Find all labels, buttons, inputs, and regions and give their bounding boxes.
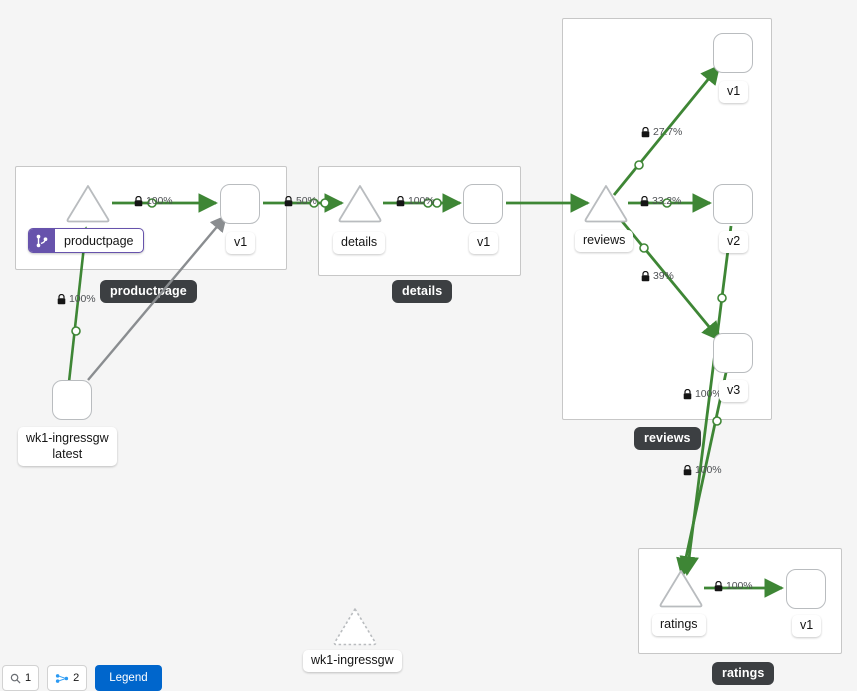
zoom-chip[interactable]: 1 <box>2 665 40 691</box>
node-reviews-service[interactable] <box>583 183 629 223</box>
zoom-chip-label: 1 <box>25 672 32 684</box>
workload-box-icon <box>52 380 92 420</box>
node-ratings-v1[interactable] <box>786 569 826 609</box>
node-label-ratings-v1[interactable]: v1 <box>792 615 822 637</box>
node-label-reviews-v1[interactable]: v1 <box>719 81 749 103</box>
node-details-v1[interactable] <box>463 184 503 224</box>
edge-label-text: 100% <box>69 293 96 305</box>
workload-box-icon <box>220 184 260 224</box>
node-label-ingressgw-service[interactable]: wk1-ingressgw <box>303 650 402 672</box>
group-badge-reviews: reviews <box>634 427 701 450</box>
edge-label-ingressgw-to-productpage: 100% <box>57 293 96 305</box>
node-label-ratings-service[interactable]: ratings <box>652 614 706 636</box>
lock-icon <box>683 464 692 475</box>
node-reviews-v1[interactable] <box>713 33 753 73</box>
service-triangle-icon <box>338 185 382 223</box>
node-reviews-v2[interactable] <box>713 184 753 224</box>
legend-chip[interactable]: 2 <box>47 665 88 691</box>
node-label-productpage-with-virtualservice[interactable]: productpage <box>28 228 144 253</box>
node-ingressgw-workload[interactable] <box>52 380 92 420</box>
node-label-details-service[interactable]: details <box>333 232 386 254</box>
group-badge-ratings: ratings <box>712 662 775 685</box>
topology-icon <box>56 673 69 683</box>
edge-label-text: 100% <box>695 464 722 476</box>
service-triangle-icon <box>66 185 110 223</box>
workload-box-icon <box>713 184 753 224</box>
node-ratings-service[interactable] <box>658 568 704 608</box>
legend-chip-label: 2 <box>73 672 80 684</box>
node-label-reviews-v3[interactable]: v3 <box>719 380 749 402</box>
group-badge-productpage: productpage <box>100 280 197 303</box>
workload-box-icon <box>713 333 753 373</box>
service-triangle-icon <box>584 185 628 223</box>
node-details-service[interactable] <box>337 183 383 223</box>
edge-label-text: 50% <box>296 195 317 207</box>
node-ingressgw-service[interactable] <box>332 606 378 646</box>
bottom-toolbar[interactable]: 1 2 Legend <box>0 665 162 691</box>
group-badge-details: details <box>392 280 453 303</box>
node-reviews-v3[interactable] <box>713 333 753 373</box>
node-label-line2: latest <box>52 447 83 461</box>
lock-icon <box>57 293 66 304</box>
node-label-details-v1[interactable]: v1 <box>469 232 499 254</box>
workload-box-icon <box>713 33 753 73</box>
node-label-text: productpage <box>64 233 134 248</box>
legend-button[interactable]: Legend <box>95 665 162 691</box>
zoom-icon <box>10 673 21 684</box>
node-label-productpage-v1[interactable]: v1 <box>226 232 256 254</box>
edge-label-reviews-v2-to-ratings: 100% <box>683 464 722 476</box>
node-label-line1: wk1-ingressgw <box>26 431 109 445</box>
service-triangle-icon <box>333 608 377 646</box>
node-productpage-v1[interactable] <box>220 184 260 224</box>
edge-label-productpage-v1-to-details: 50% <box>284 195 317 207</box>
node-label-reviews-service[interactable]: reviews <box>575 230 634 252</box>
node-label-reviews-v2[interactable]: v2 <box>719 231 749 253</box>
node-label-ingressgw-workload[interactable]: wk1-ingressgw latest <box>18 427 117 466</box>
service-triangle-icon <box>659 570 703 608</box>
node-productpage-service[interactable] <box>65 183 111 223</box>
workload-box-icon <box>786 569 826 609</box>
workload-box-icon <box>463 184 503 224</box>
virtual-service-icon <box>29 229 55 252</box>
